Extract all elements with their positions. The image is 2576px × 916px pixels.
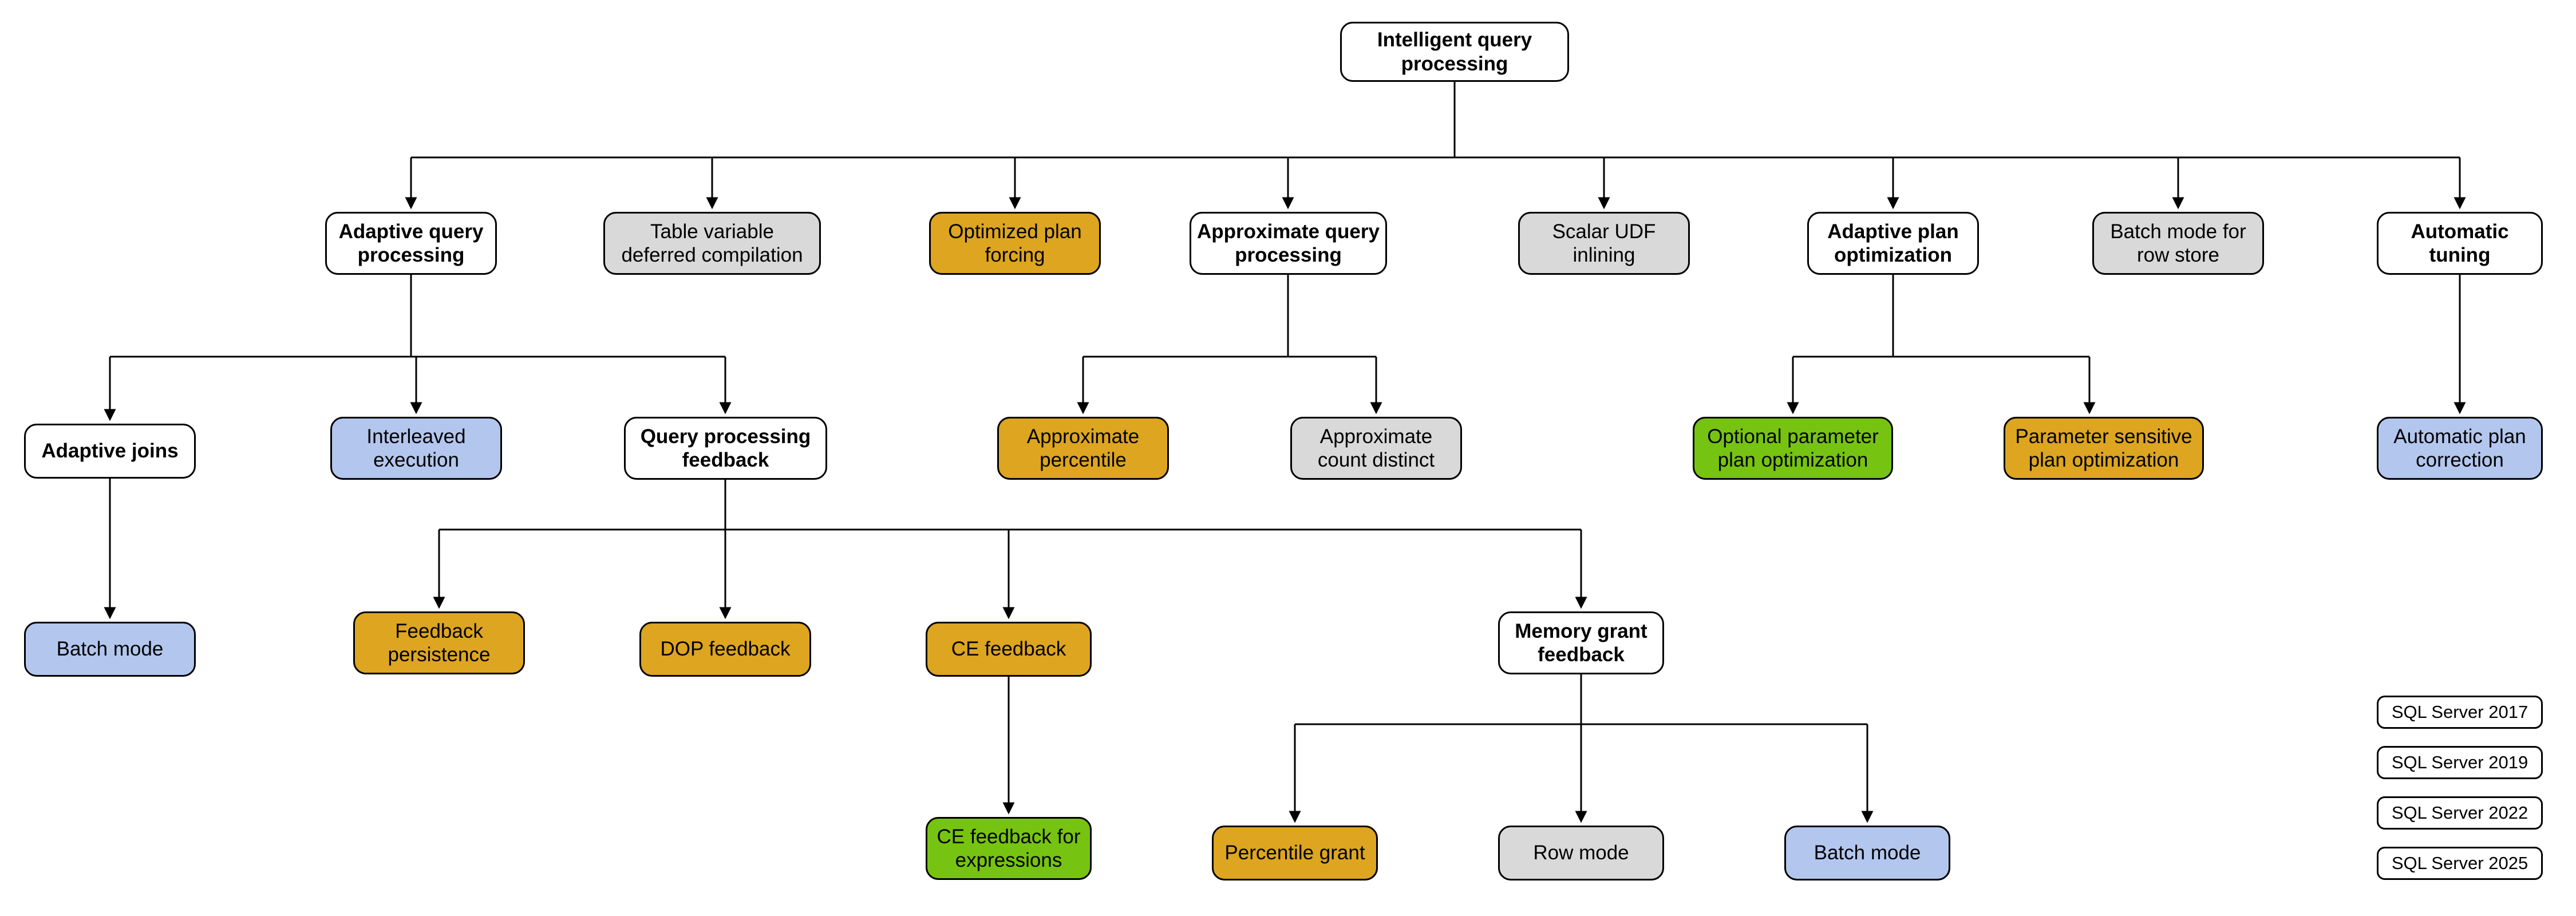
- node-approximate-query-processing[interactable]: Approximate query processing: [1190, 212, 1387, 275]
- node-percentile-grant[interactable]: Percentile grant: [1212, 826, 1378, 881]
- node-batch-mode-adaptive-joins[interactable]: Batch mode: [24, 622, 196, 677]
- node-dop-feedback[interactable]: DOP feedback: [639, 622, 811, 677]
- node-table-variable-deferred-compilation[interactable]: Table variable deferred compilation: [603, 212, 821, 275]
- node-adaptive-query-processing[interactable]: Adaptive query processing: [325, 212, 497, 275]
- node-adaptive-joins[interactable]: Adaptive joins: [24, 424, 196, 479]
- node-interleaved-execution[interactable]: Interleaved execution: [330, 417, 502, 480]
- node-memory-grant-feedback[interactable]: Memory grant feedback: [1498, 611, 1664, 674]
- node-query-processing-feedback[interactable]: Query processing feedback: [624, 417, 827, 480]
- node-optimized-plan-forcing[interactable]: Optimized plan forcing: [929, 212, 1101, 275]
- node-automatic-plan-correction[interactable]: Automatic plan correction: [2377, 417, 2543, 480]
- node-approximate-count-distinct[interactable]: Approximate count distinct: [1290, 417, 1462, 480]
- legend-item-sql-server-2017: SQL Server 2017: [2377, 696, 2543, 729]
- node-batch-mode-memory-grant[interactable]: Batch mode: [1784, 826, 1950, 881]
- node-parameter-sensitive-plan-optimization[interactable]: Parameter sensitive plan optimization: [2004, 417, 2204, 480]
- node-adaptive-plan-optimization[interactable]: Adaptive plan optimization: [1807, 212, 1979, 275]
- node-ce-feedback-for-expressions[interactable]: CE feedback for expressions: [926, 817, 1092, 880]
- node-scalar-udf-inlining[interactable]: Scalar UDF inlining: [1518, 212, 1690, 275]
- legend-item-sql-server-2025: SQL Server 2025: [2377, 847, 2543, 880]
- node-row-mode[interactable]: Row mode: [1498, 826, 1664, 881]
- legend-item-sql-server-2022: SQL Server 2022: [2377, 796, 2543, 830]
- node-intelligent-query-processing[interactable]: Intelligent query processing: [1340, 22, 1569, 82]
- node-feedback-persistence[interactable]: Feedback persistence: [353, 611, 525, 674]
- legend-item-sql-server-2019: SQL Server 2019: [2377, 746, 2543, 779]
- node-automatic-tuning[interactable]: Automatic tuning: [2377, 212, 2543, 275]
- node-optional-parameter-plan-optimization[interactable]: Optional parameter plan optimization: [1693, 417, 1893, 480]
- node-ce-feedback[interactable]: CE feedback: [926, 622, 1092, 677]
- node-approximate-percentile[interactable]: Approximate percentile: [997, 417, 1169, 480]
- node-batch-mode-for-row-store[interactable]: Batch mode for row store: [2092, 212, 2264, 275]
